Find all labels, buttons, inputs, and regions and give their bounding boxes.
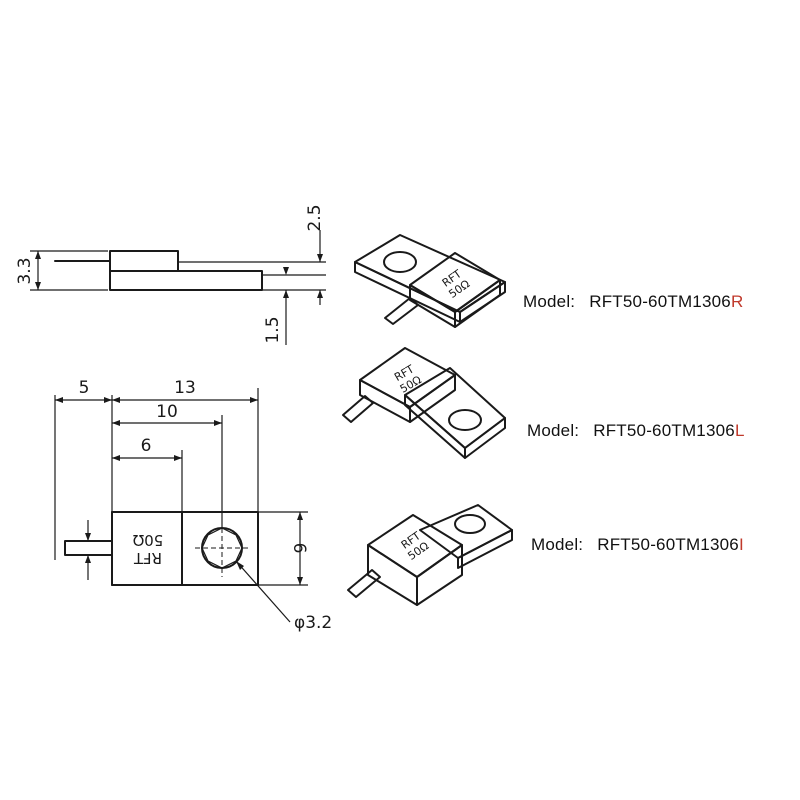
- dim-arrow: [112, 420, 120, 426]
- model-prefix: Model:: [531, 535, 584, 554]
- dim-arrow: [55, 397, 63, 403]
- dim-arrow: [317, 290, 323, 298]
- dim-6-label: 6: [141, 436, 152, 456]
- side-view-chip: [109, 250, 179, 272]
- dim-height-label: 6: [289, 543, 309, 554]
- iso-view-l: RFT 50Ω: [342, 347, 506, 459]
- dim-arrow: [35, 251, 41, 259]
- dim-arrow: [283, 290, 289, 298]
- dim-arrow: [297, 512, 303, 520]
- hole-diameter-label: φ3.2: [294, 613, 332, 633]
- model-suffix: L: [734, 421, 745, 440]
- dim-arrow: [85, 555, 91, 563]
- top-view: RFT 50Ω 5 13 10 6 6: [54, 378, 332, 633]
- iso-r-hole: [383, 251, 417, 273]
- dim-arrow: [174, 455, 182, 461]
- model-suffix: R: [730, 292, 744, 311]
- model-suffix: I: [738, 535, 744, 554]
- dim-arrow: [104, 397, 112, 403]
- dim-arrow: [112, 397, 120, 403]
- dim-13-label: 13: [174, 378, 196, 398]
- dim-arrow: [236, 561, 244, 570]
- hole-leader: [235, 560, 291, 623]
- dim-arrow: [112, 455, 120, 461]
- dim-arrow: [35, 282, 41, 290]
- chip-text-line1: RFT: [133, 549, 162, 567]
- model-base: RFT50-60TM1306: [593, 421, 735, 440]
- dim-bottom-gap-label: 1.5: [263, 316, 283, 343]
- model-label-i: Model: RFT50-60TM1306I: [531, 535, 744, 555]
- dim-arrow: [297, 577, 303, 585]
- dim-arrow: [250, 397, 258, 403]
- model-label-r: Model: RFT50-60TM1306R: [523, 292, 743, 312]
- dim-arrow: [85, 533, 91, 541]
- dim-thickness-label: 3.3: [15, 257, 35, 284]
- side-view-flange: [109, 270, 263, 291]
- dim-arrow: [317, 254, 323, 262]
- dim-arrow: [283, 267, 289, 275]
- dim-arrow: [214, 420, 222, 426]
- iso-l-hole: [448, 409, 482, 431]
- iso-i-lead: [347, 569, 381, 598]
- model-prefix: Model:: [523, 292, 576, 311]
- model-prefix: Model:: [527, 421, 580, 440]
- dim-10-label: 10: [156, 402, 178, 422]
- chip-text-line2: 50Ω: [133, 531, 164, 549]
- top-view-lead: [64, 540, 113, 556]
- iso-l-chip-marking: RFT 50Ω: [392, 362, 424, 395]
- dim-top-gap-label: 2.5: [305, 204, 325, 231]
- model-base: RFT50-60TM1306: [597, 535, 739, 554]
- dim-5-label: 5: [79, 378, 90, 398]
- iso-view-i: RFT 50Ω: [347, 504, 513, 606]
- model-base: RFT50-60TM1306: [589, 292, 731, 311]
- iso-r-chip-marking: RFT 50Ω: [440, 267, 472, 301]
- iso-view-r: RFT 50Ω: [354, 234, 506, 328]
- side-view: 3.3 2.5 1.5: [15, 204, 326, 345]
- model-label-l: Model: RFT50-60TM1306L: [527, 421, 745, 441]
- top-view-chip-marking: RFT 50Ω: [133, 531, 164, 567]
- iso-i-hole: [454, 514, 486, 534]
